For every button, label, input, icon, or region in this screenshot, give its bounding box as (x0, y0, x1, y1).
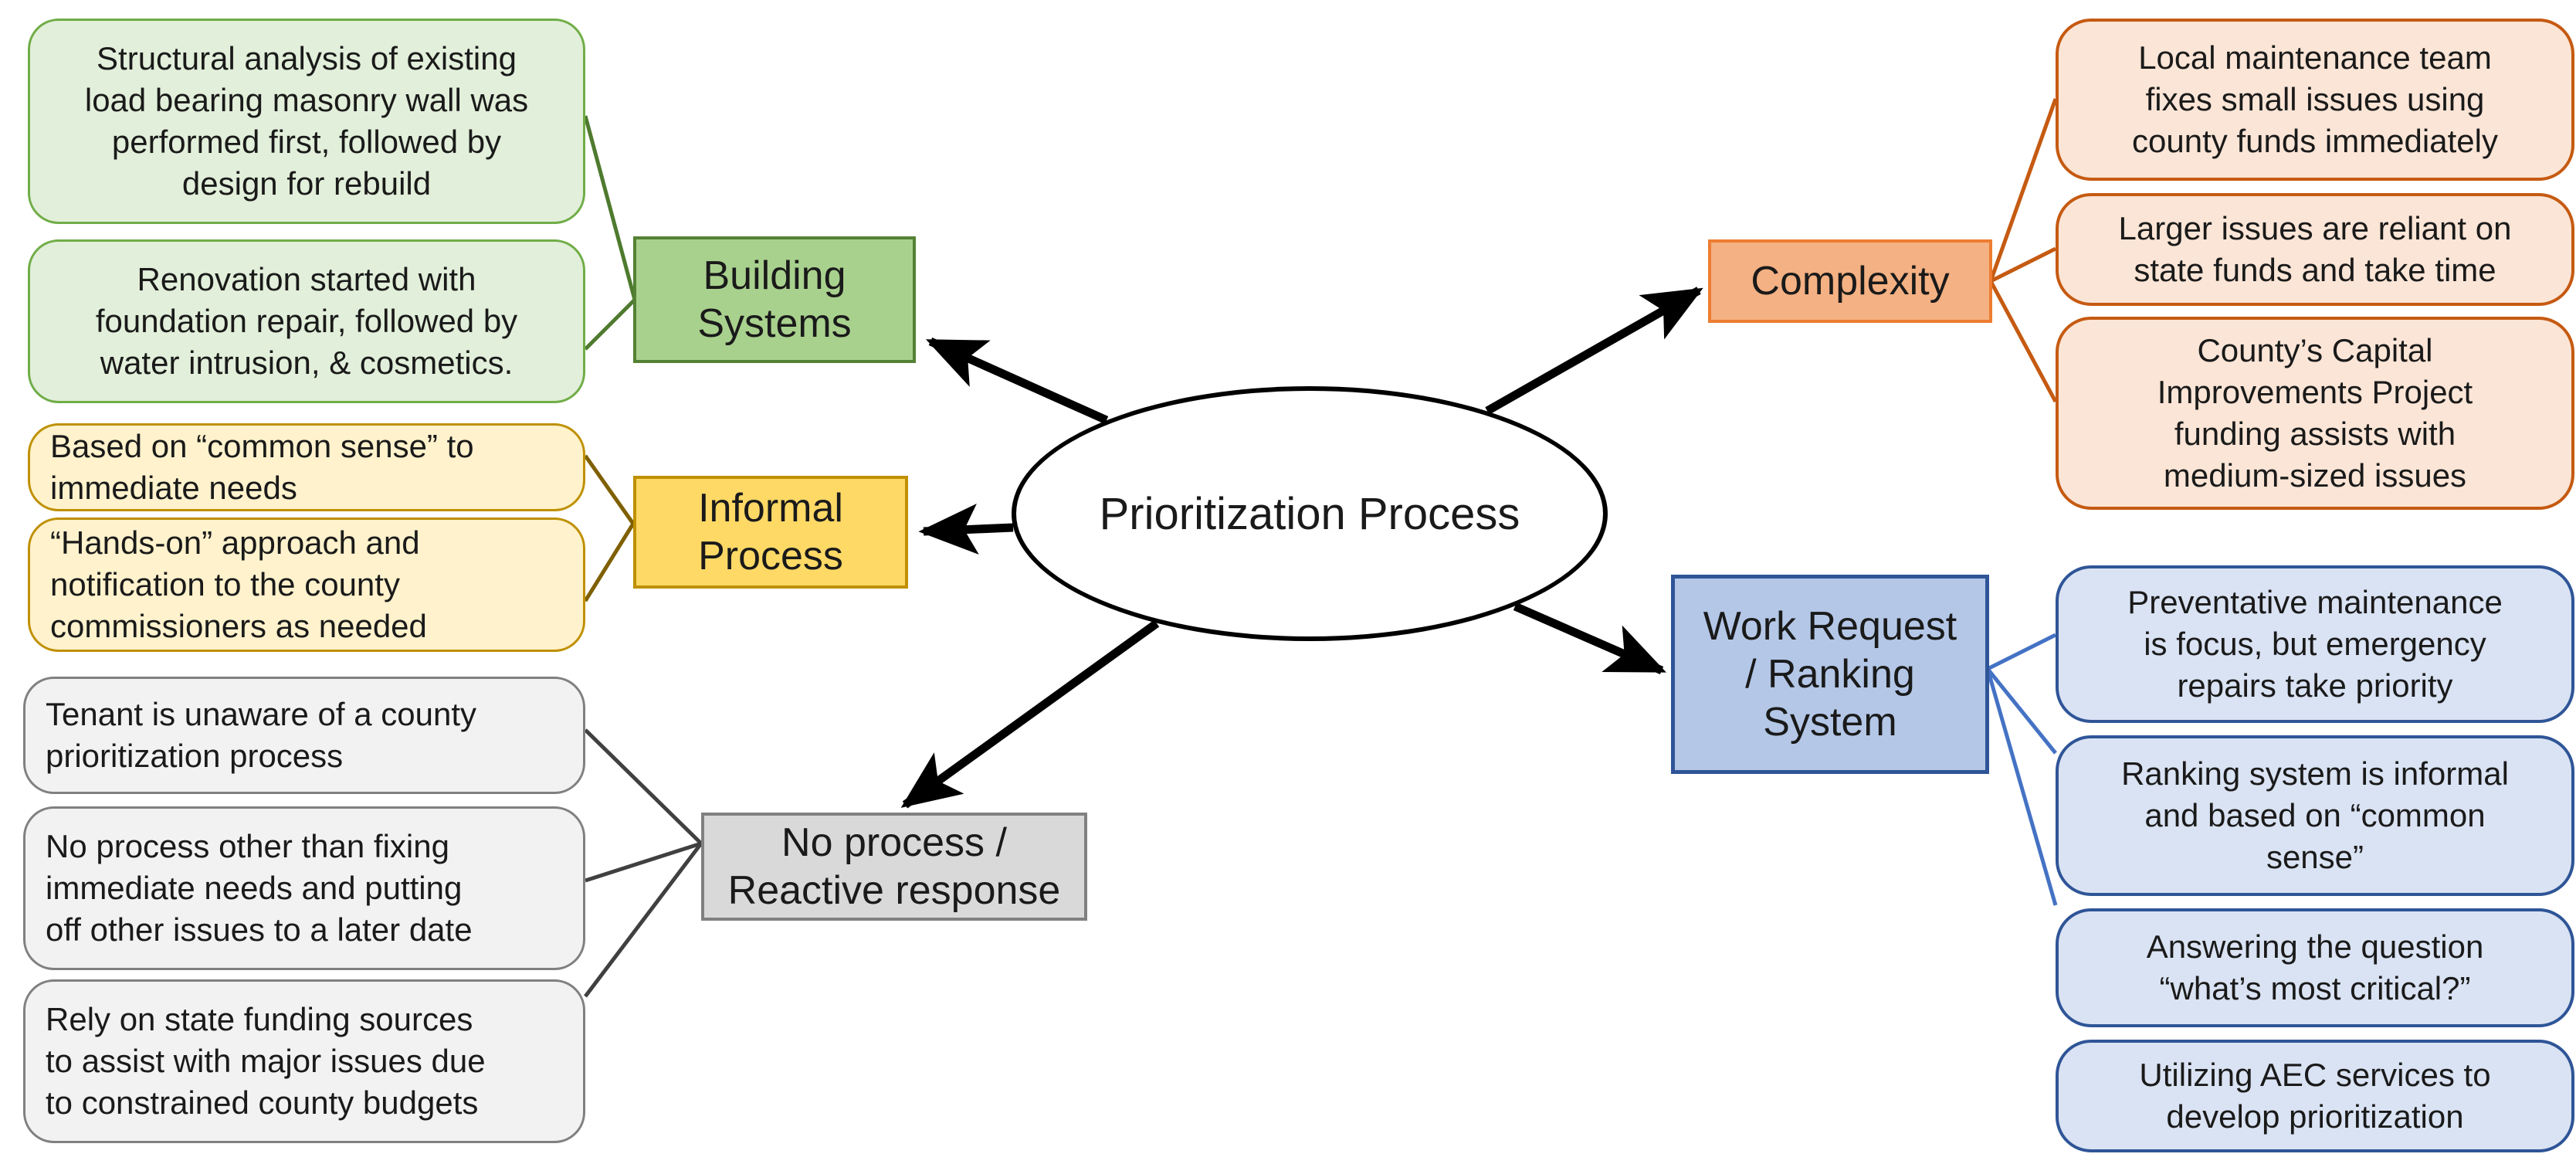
note-no-process-fixing: No process other than fixing immediate n… (23, 806, 585, 970)
arrow-to-complexity (1485, 287, 1703, 415)
branch-label-building-systems: Building Systems (633, 236, 916, 363)
note-capital-improvements-project: County’s Capital Improvements Project fu… (2056, 317, 2574, 510)
informal-process-connectors (583, 454, 636, 602)
building-systems-connectors (583, 115, 637, 351)
arrow-to-work-request (1513, 602, 1667, 675)
note-rely-state-funding: Rely on state funding sources to assist … (23, 979, 585, 1143)
note-preventative-maintenance: Preventative maintenance is focus, but e… (2056, 565, 2574, 723)
branch-label-no-process: No process / Reactive response (701, 813, 1087, 921)
arrow-to-building-systems (925, 337, 1109, 425)
note-common-sense-needs: Based on “common sense” to immediate nee… (28, 423, 585, 511)
complexity-connectors (1988, 98, 2058, 403)
note-utilizing-aec-services: Utilizing AEC services to develop priori… (2056, 1040, 2574, 1152)
branch-label-work-request-ranking-system: Work Request / Ranking System (1671, 575, 1989, 774)
no-process-connectors (584, 728, 703, 998)
note-ranking-informal: Ranking system is informal and based on … (2056, 735, 2574, 896)
note-whats-most-critical: Answering the question “what’s most crit… (2056, 908, 2574, 1027)
center-node-prioritization-process: Prioritization Process (1012, 386, 1608, 641)
arrow-to-informal-process (918, 503, 1014, 555)
branch-label-informal-process: Informal Process (633, 476, 908, 589)
arrow-to-no-process (900, 619, 1160, 809)
center-arrows (900, 287, 1703, 809)
note-structural-analysis: Structural analysis of existing load bea… (28, 19, 585, 224)
note-larger-issues-state-funds: Larger issues are reliant on state funds… (2056, 193, 2574, 306)
branch-label-complexity: Complexity (1708, 239, 1992, 323)
note-hands-on-approach: “Hands-on” approach and notification to … (28, 518, 585, 652)
note-renovation-started: Renovation started with foundation repai… (28, 239, 585, 403)
work-request-connectors (1985, 633, 2058, 906)
note-local-maintenance-team: Local maintenance team fixes small issue… (2056, 19, 2574, 181)
note-tenant-unaware: Tenant is unaware of a county prioritiza… (23, 677, 585, 794)
